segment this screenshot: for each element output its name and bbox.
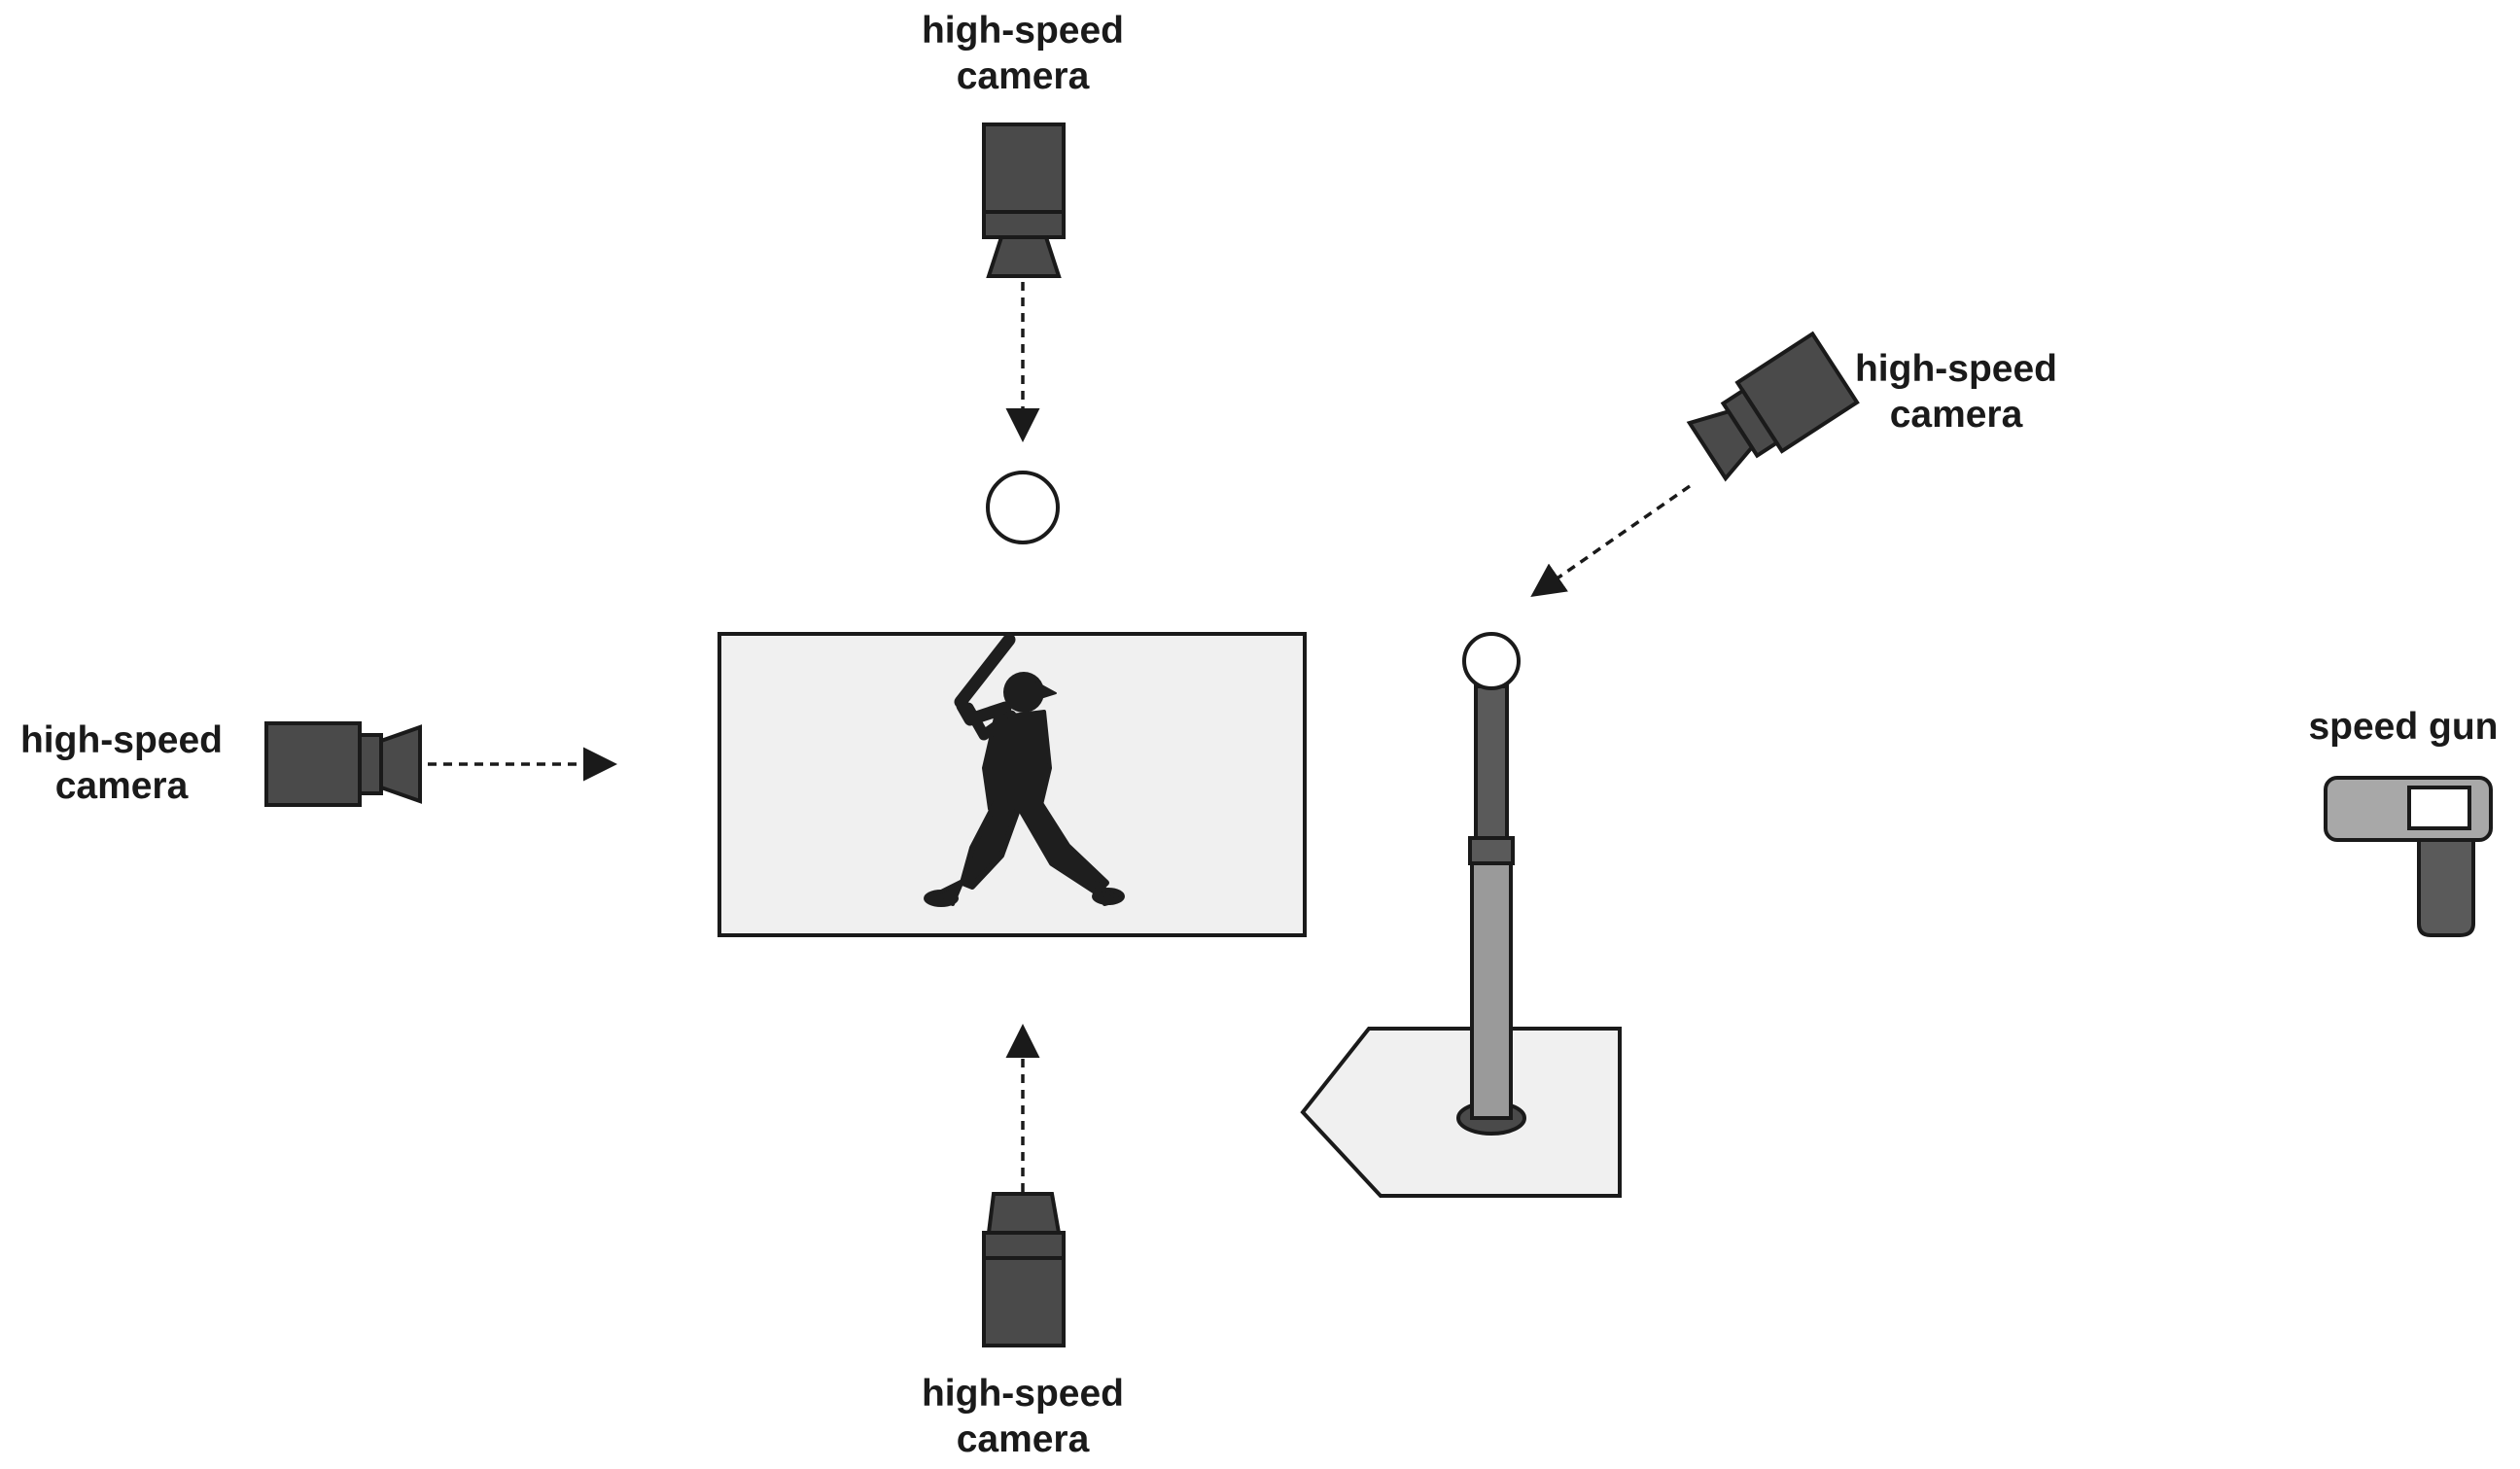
right-camera-label: high-speed camera <box>1820 346 2092 437</box>
baseball-icon <box>986 471 1060 544</box>
bottom-camera-icon <box>982 1192 1066 1347</box>
left-camera-label-line2: camera <box>54 765 189 807</box>
top-camera-label-line2: camera <box>956 55 1090 97</box>
right-camera-arrow <box>1530 484 1691 597</box>
speed-gun-icon <box>2324 776 2493 937</box>
tee-baseball-icon <box>1462 632 1521 690</box>
right-camera-label-line1: high-speed <box>1854 348 2057 390</box>
bottom-camera-label-line2: camera <box>956 1418 1090 1460</box>
batting-tee-icon <box>1456 684 1526 1136</box>
batter-silhouette-icon <box>924 633 1125 907</box>
right-camera-icon <box>1686 331 1860 482</box>
right-camera-label-line2: camera <box>1889 394 2023 436</box>
speed-gun-label: speed gun <box>2287 704 2520 750</box>
top-camera-label: high-speed camera <box>887 8 1159 99</box>
bottom-camera-label: high-speed camera <box>887 1371 1159 1462</box>
top-camera-label-line1: high-speed <box>921 10 1124 52</box>
left-camera-label: high-speed camera <box>0 717 243 809</box>
left-camera-label-line1: high-speed <box>19 719 223 761</box>
speed-gun-label-text: speed gun <box>2308 706 2499 748</box>
left-camera-icon <box>264 721 422 807</box>
bottom-camera-label-line1: high-speed <box>921 1373 1124 1415</box>
top-camera-icon <box>982 122 1066 278</box>
